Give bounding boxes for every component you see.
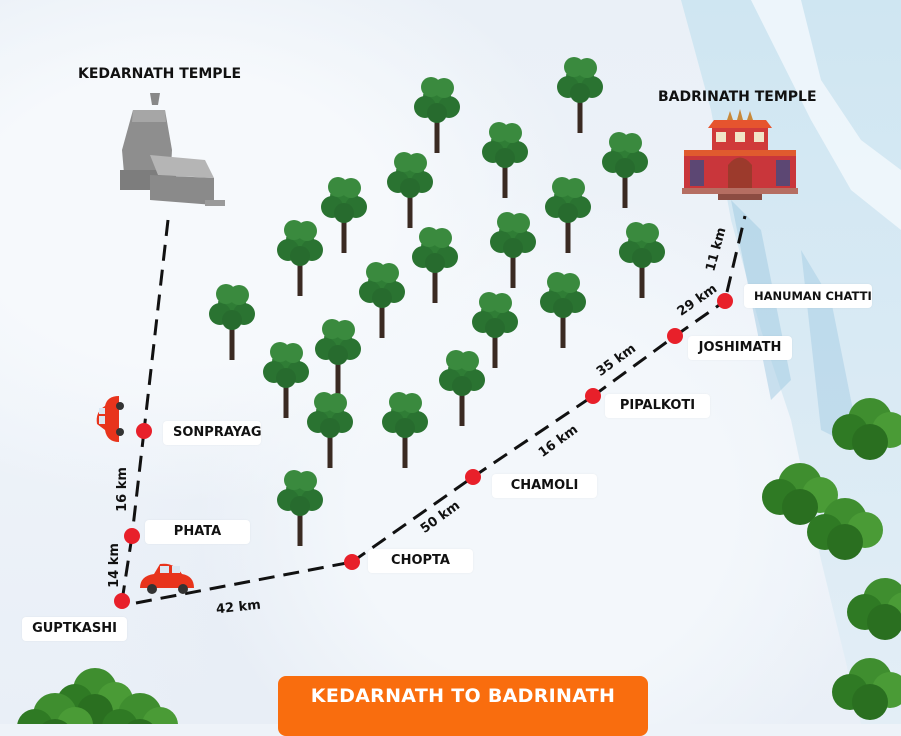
- stop-label-guptkashi[interactable]: GUPTKASHI: [22, 617, 127, 641]
- badrinath-temple-label: BADRINATH TEMPLE: [658, 89, 817, 105]
- stop-dot-phata[interactable]: [124, 528, 140, 544]
- stop-dot-pipalkoti[interactable]: [585, 388, 601, 404]
- stop-dot-chopta[interactable]: [344, 554, 360, 570]
- stop-dot-hanuman-chatti[interactable]: [717, 293, 733, 309]
- stop-label-sonprayag[interactable]: SONPRAYAG: [163, 421, 262, 445]
- route-lines: [120, 215, 747, 605]
- stop-dots: [114, 293, 733, 609]
- stop-dot-chamoli[interactable]: [465, 469, 481, 485]
- stop-label-phata[interactable]: PHATA: [145, 520, 250, 544]
- stop-label-chopta[interactable]: CHOPTA: [368, 549, 473, 573]
- stop-dot-guptkashi[interactable]: [114, 593, 130, 609]
- stop-dot-sonprayag[interactable]: [136, 423, 152, 439]
- distance-sonprayag-phata: 16 km: [114, 467, 130, 512]
- stop-label-joshimath[interactable]: JOSHIMATH: [688, 336, 792, 360]
- distance-phata-guptkashi: 14 km: [106, 543, 122, 588]
- stop-dot-joshimath[interactable]: [667, 328, 683, 344]
- route-title-banner: KEDARNATH TO BADRINATH: [278, 676, 648, 736]
- kedarnath-temple-label: KEDARNATH TEMPLE: [78, 66, 242, 82]
- stop-label-chamoli[interactable]: CHAMOLI: [492, 474, 597, 498]
- stop-label-hanuman-chatti[interactable]: HANUMAN CHATTI: [744, 284, 872, 308]
- car-icon: [140, 563, 194, 594]
- stop-label-pipalkoti[interactable]: PIPALKOTI: [605, 394, 710, 418]
- badrinath-temple-icon: [682, 109, 798, 200]
- kedarnath-temple-icon: [120, 93, 225, 206]
- car-icon: [96, 396, 124, 442]
- forest: [209, 57, 665, 546]
